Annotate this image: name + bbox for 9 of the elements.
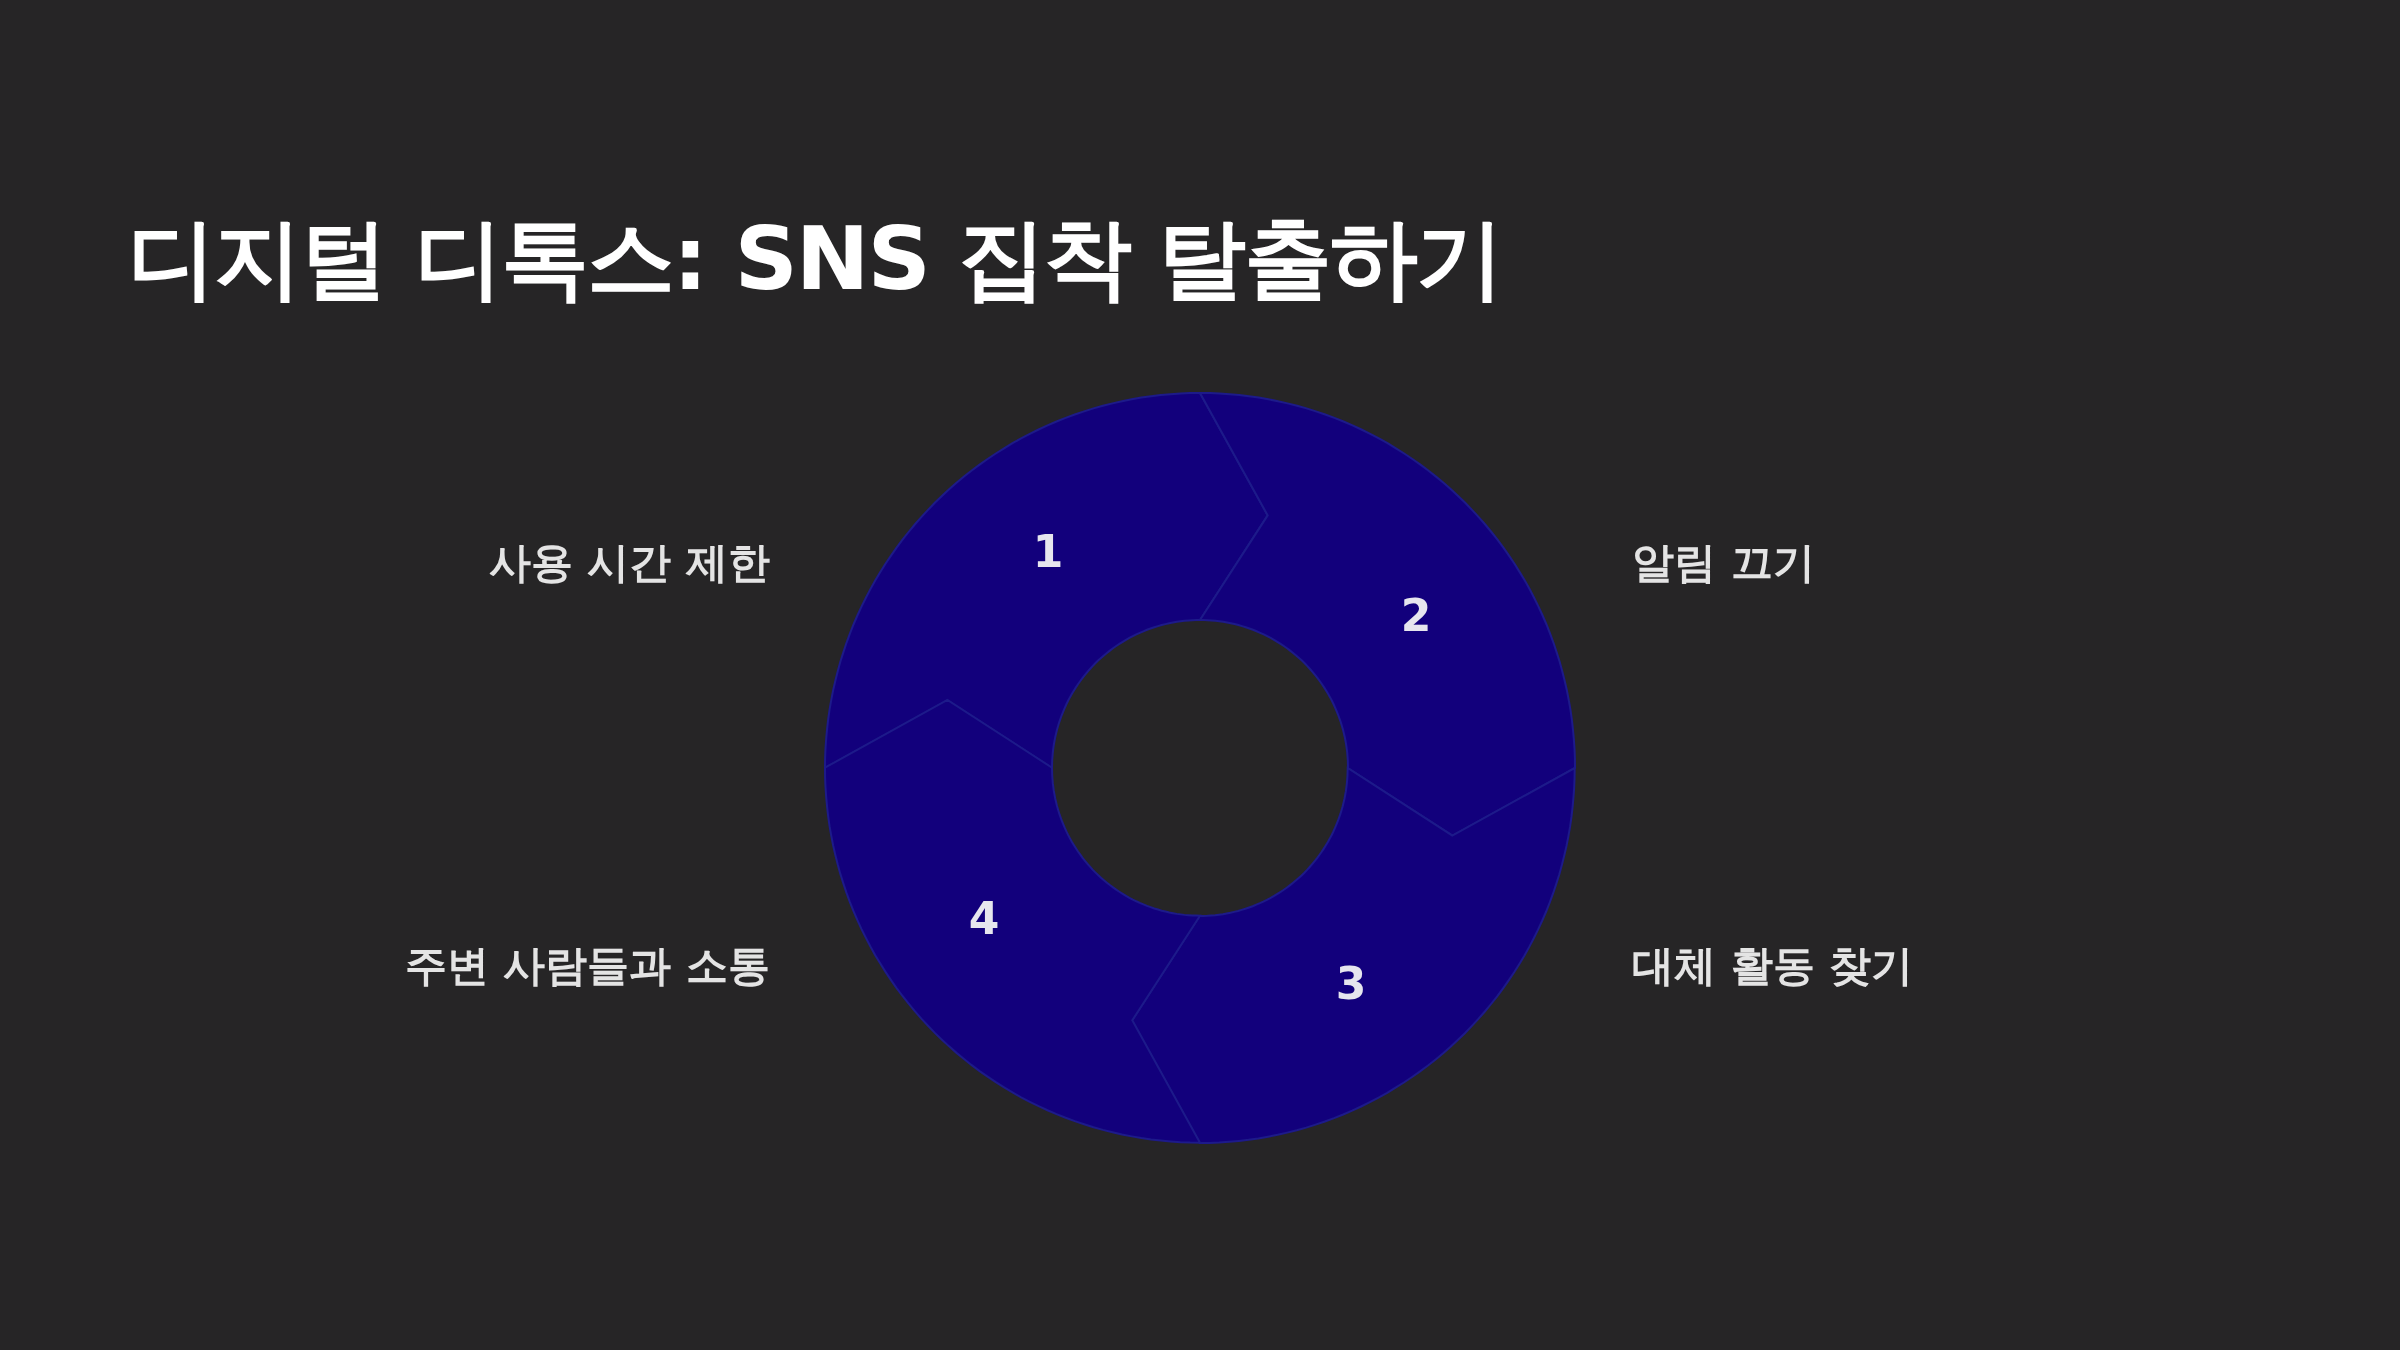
step-number: 1 <box>1032 525 1064 577</box>
step-label: 대체 활동 찾기 <box>1632 940 1914 992</box>
step-number: 3 <box>1335 957 1367 1009</box>
step-number: 2 <box>1400 589 1432 641</box>
step-label: 사용 시간 제한 <box>488 537 770 589</box>
title: 디지털 디톡스: SNS 집착 탈출하기 <box>128 206 1503 312</box>
step-label: 알림 끄기 <box>1632 537 1815 589</box>
step-number: 4 <box>968 892 1000 944</box>
step-label: 주변 사람들과 소통 <box>404 940 770 992</box>
